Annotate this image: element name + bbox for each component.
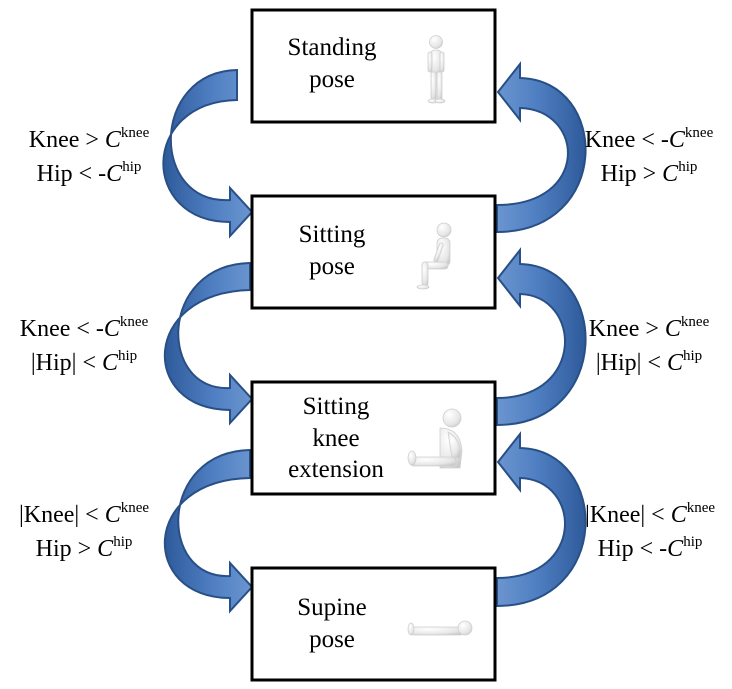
pose-label-line2: knee	[312, 425, 359, 452]
pose-label-line2: pose	[309, 253, 355, 280]
transition-condition-left-3: |Knee| < Cknee Hip > Chip	[4, 498, 164, 566]
pose-label-line1: Standing	[288, 34, 377, 61]
transition-arrow-left-2	[164, 261, 254, 426]
transition-arrow-left-1	[162, 68, 254, 239]
condition-line-knee: Knee > Cknee	[588, 314, 710, 343]
transition-condition-right-2: Knee > Cknee |Hip| < Chip	[574, 312, 724, 380]
sitting-figure-icon	[416, 222, 452, 290]
supine-figure-icon	[407, 620, 473, 636]
pose-label-line1: Sitting	[303, 393, 370, 420]
condition-line-hip: |Hip| < Chip	[30, 348, 138, 377]
condition-line-knee: Knee > Cknee	[28, 125, 150, 154]
standing-figure-icon	[427, 35, 446, 104]
condition-line-knee: Knee < -Cknee	[584, 125, 714, 154]
condition-line-knee: |Knee| < Cknee	[18, 500, 150, 529]
transition-arrow-left-3	[164, 448, 254, 614]
transition-arrow-right-2	[496, 247, 587, 427]
pose-label-line3: extension	[288, 456, 384, 483]
condition-line-hip: Hip > Chip	[600, 159, 698, 188]
transition-condition-left-2: Knee < -Cknee |Hip| < Chip	[4, 312, 164, 380]
transition-condition-right-1: Knee < -Cknee Hip > Chip	[574, 123, 724, 191]
pose-box-supine	[250, 566, 497, 682]
pose-label-line1: Supine	[297, 594, 366, 621]
pose-label-line1: Sitting	[299, 221, 366, 248]
transition-condition-right-3: |Knee| < Cknee Hip < -Chip	[570, 498, 730, 566]
pose-label-line2: pose	[309, 626, 355, 653]
transition-condition-left-1: Knee > Cknee Hip < -Chip	[14, 123, 164, 191]
pose-box-sitting	[250, 194, 497, 310]
pose-label-line2: pose	[309, 66, 355, 93]
transition-arrow-right-1	[496, 61, 587, 234]
condition-line-knee: |Knee| < Cknee	[584, 500, 716, 529]
condition-line-hip: |Hip| < Chip	[595, 348, 703, 377]
condition-line-hip: Hip > Chip	[35, 534, 133, 563]
condition-line-hip: Hip < -Chip	[36, 159, 142, 188]
condition-line-knee: Knee < -Cknee	[19, 314, 149, 343]
pose-box-standing	[250, 8, 497, 124]
condition-line-hip: Hip < -Chip	[597, 534, 703, 563]
transition-arrow-right-3	[496, 431, 587, 608]
sitting-knee-extension-figure-icon	[407, 408, 463, 469]
